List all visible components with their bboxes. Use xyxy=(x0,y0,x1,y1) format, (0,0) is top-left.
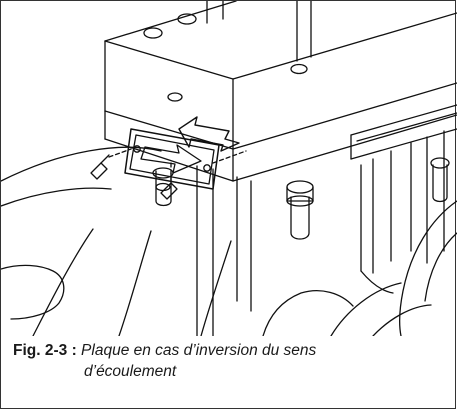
bolt-center xyxy=(286,180,314,240)
assembly-guides xyxy=(108,148,247,182)
figure-title-line2: d’écoulement xyxy=(84,363,177,380)
right-flange xyxy=(262,200,457,336)
figure-caption: Fig. 2-3 : Plaque en cas d’inversion du … xyxy=(13,340,453,382)
figure-label: Fig. 2-3 : xyxy=(13,342,77,359)
flow-reversal-plate xyxy=(124,128,220,190)
technical-drawing xyxy=(1,1,457,336)
valve-body xyxy=(196,130,445,336)
figure-title-line1: Plaque en cas d’inversion du sens xyxy=(81,342,317,359)
side-plate xyxy=(350,104,457,160)
bolt-right xyxy=(430,157,450,203)
left-flange xyxy=(1,146,232,336)
top-plate xyxy=(104,1,457,182)
flow-direction-arrow xyxy=(178,116,240,152)
screw-bottom xyxy=(160,182,178,200)
screw-left xyxy=(90,154,110,180)
